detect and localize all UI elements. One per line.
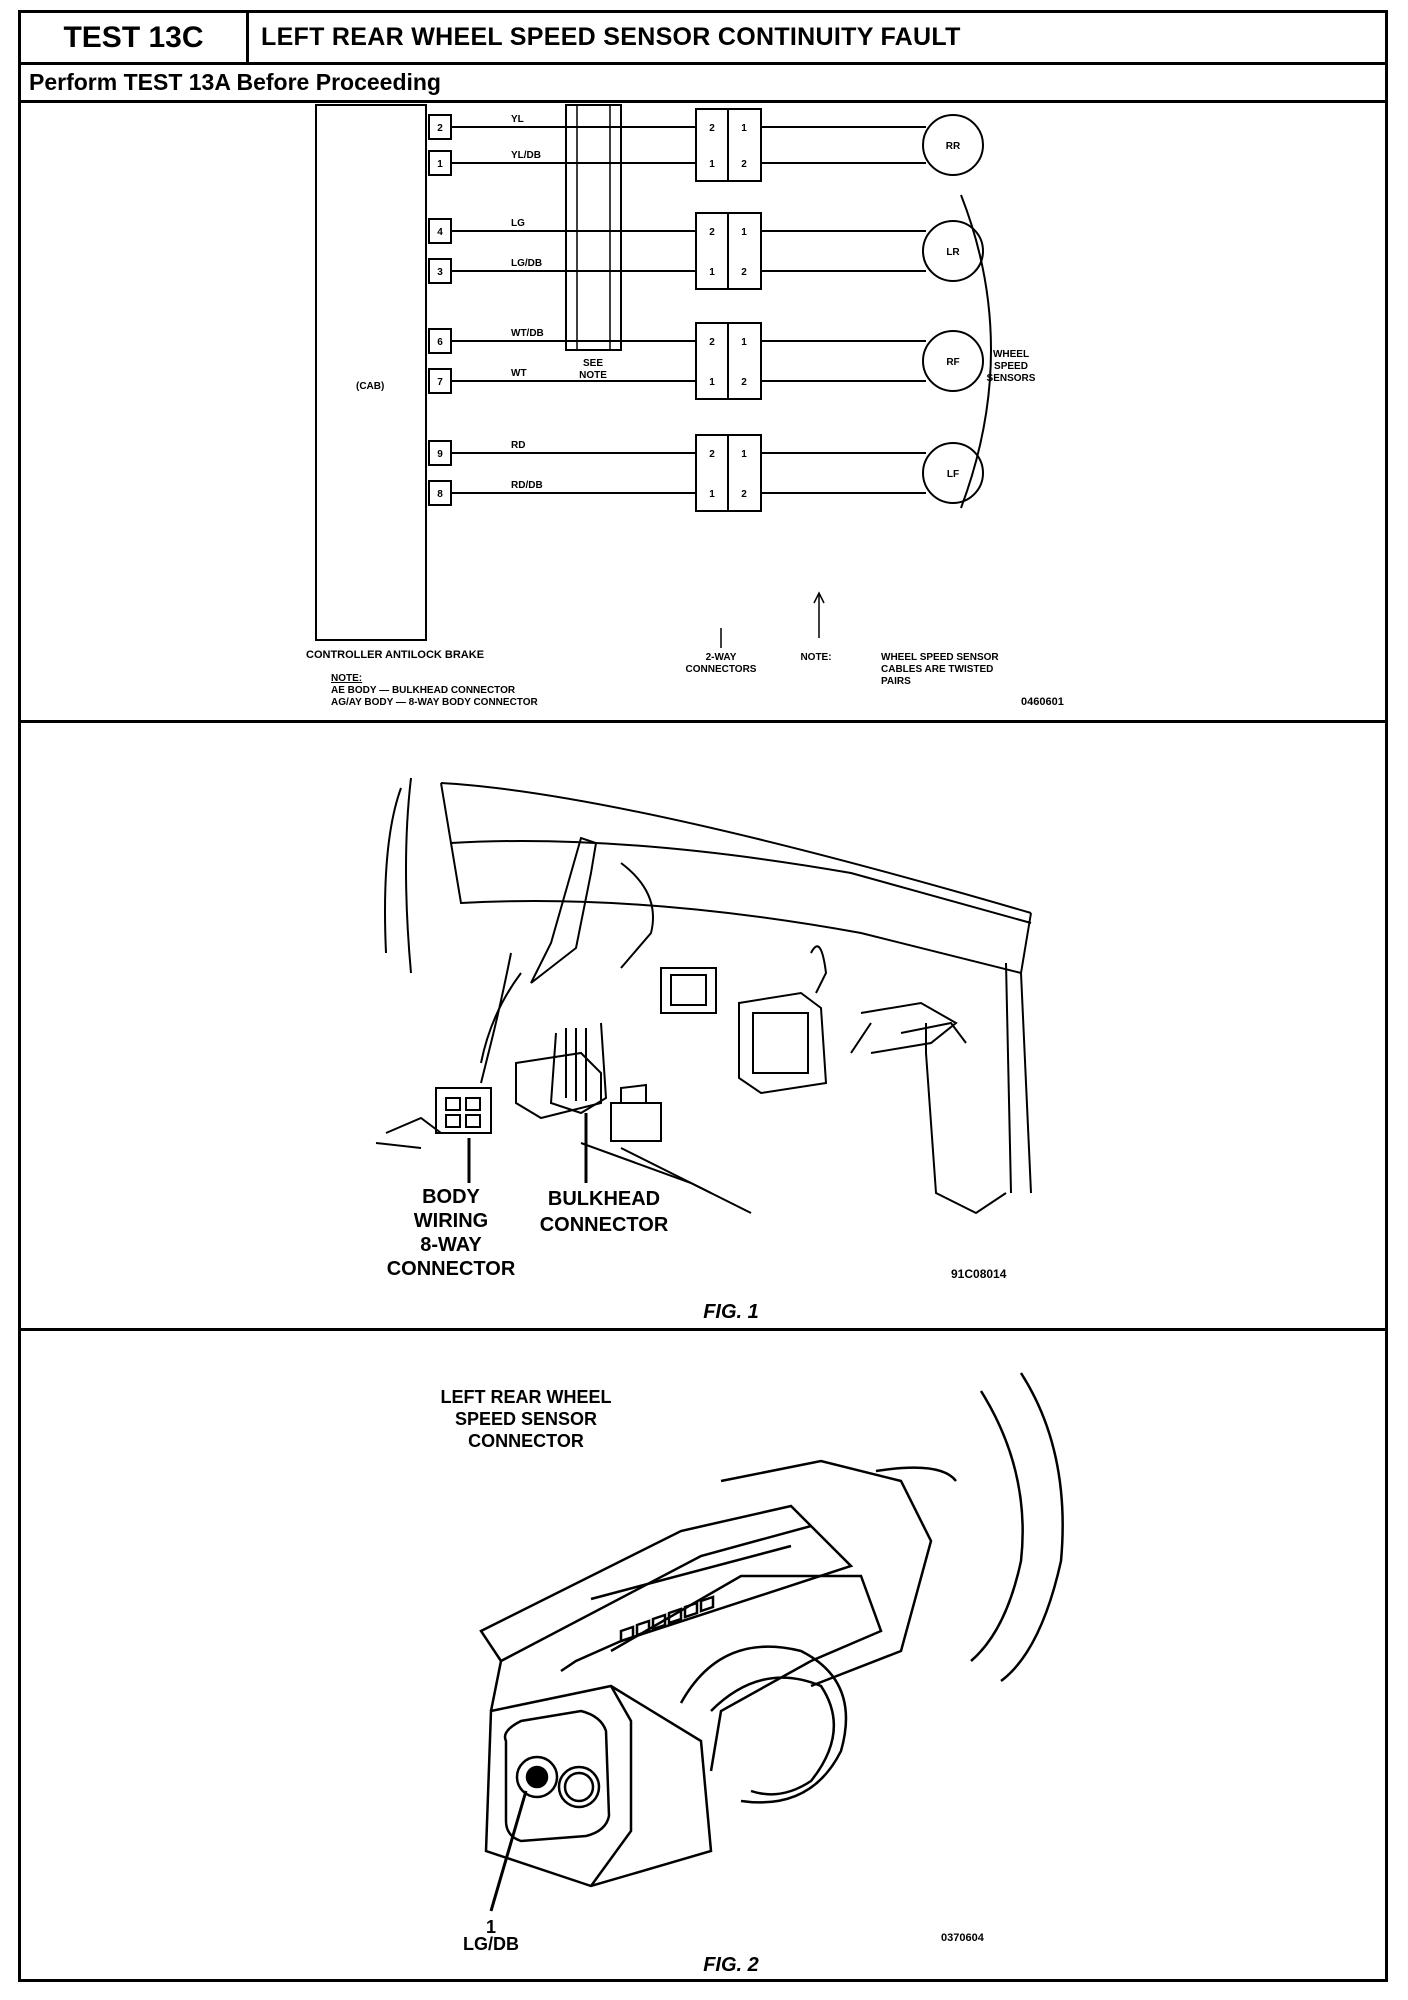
two-way-connector-right [727,322,762,400]
body-connector-label-4: CONNECTOR [387,1258,516,1280]
two-way-connector-left [695,108,729,182]
body-connector-label-2: WIRING [414,1210,488,1232]
fig2-code: 0370604 [941,1932,985,1944]
page-title: LEFT REAR WHEEL SPEED SENSOR CONTINUITY … [261,23,961,51]
connector-pin-label: 2 [741,159,747,170]
fig2-illustration: LEFT REAR WHEEL SPEED SENSOR CONNECTOR [441,1372,1064,1976]
two-way-connector-right [727,434,762,512]
wire-color-label: YL/DB [511,150,541,161]
wire-color-label: LG [511,218,525,229]
body-connector-label-3: 8-WAY [420,1234,482,1256]
controller-pin-number: 1 [437,159,443,170]
fig1-code: 91C08014 [951,1267,1007,1281]
connector-pin-label: 2 [709,123,715,134]
twisted-note-line-2: CABLES ARE TWISTED [881,664,993,675]
body-note-line-1: AE BODY — BULKHEAD CONNECTOR [331,685,516,696]
wheel-sensor-circle [922,114,984,176]
test-number: TEST 13C [21,13,249,62]
pin-number-label: 1 [486,1917,496,1937]
body-note-title: NOTE: [331,673,362,684]
connector-pin-label: 1 [709,267,715,278]
controller-pin-number: 7 [437,377,443,388]
two-way-label-2: CONNECTORS [686,664,757,675]
see-note-label-2: NOTE [579,370,607,381]
see-note-label-1: SEE [583,358,603,369]
schematic-code: 0460601 [1021,696,1064,708]
body-note-line-2: AG/AY BODY — 8-WAY BODY CONNECTOR [331,697,538,708]
controller-pin-number: 9 [437,449,443,460]
two-way-connector-right [727,108,762,182]
fig2-title-1: LEFT REAR WHEEL [441,1387,612,1407]
wheel-sensor-label: LF [947,469,959,480]
connector-pin-label: 1 [741,227,747,238]
twisted-note-line-1: WHEEL SPEED SENSOR [881,652,999,663]
connector-pin-label: 1 [709,159,715,170]
connector-pin-label: 1 [741,123,747,134]
pin-wire-label: LG/DB [463,1934,519,1954]
wheel-sensor-label: RF [946,357,959,368]
connector-pin-label: 2 [741,489,747,500]
fig2-title-3: CONNECTOR [468,1431,584,1451]
body-connector-label-1: BODY [422,1186,480,1208]
wheel-speed-sensors-label-1: WHEEL [993,349,1029,360]
wire-color-label: WT [511,368,527,379]
twisted-note-line-3: PAIRS [881,676,911,687]
connector-pin-label: 2 [709,337,715,348]
dash-panel-drawing [375,777,1032,1215]
wheel-speed-sensors-label-3: SENSORS [987,373,1036,384]
wheel-sensor-label: RR [946,141,961,152]
wiring-schematic: (CAB) SEE NOTE 2YL1YL/DB4LG3LG/DB6WT/DB7… [306,104,1064,708]
wheel-speed-sensors-label-2: SPEED [994,361,1028,372]
two-way-label-1: 2-WAY [706,652,737,663]
two-way-connector-right [727,212,762,290]
connector-pin-label: 2 [741,377,747,388]
controller-pin-number: 3 [437,267,443,278]
twisted-note-label: NOTE: [800,652,831,663]
fig2-section: LEFT REAR WHEEL SPEED SENSOR CONNECTOR [21,1331,1385,1979]
controller-label: CONTROLLER ANTILOCK BRAKE [306,649,484,661]
controller-pin-number: 2 [437,123,443,134]
controller-pin-number: 6 [437,337,443,348]
connector-pin-label: 1 [709,489,715,500]
fig1-caption: FIG. 1 [703,1301,759,1323]
controller-box [315,104,427,641]
wire-color-label: RD/DB [511,480,543,491]
page-frame: TEST 13C LEFT REAR WHEEL SPEED SENSOR CO… [18,10,1388,1982]
connector-pin-label: 2 [709,227,715,238]
fig1-illustration: BODY WIRING 8-WAY CONNECTOR BULKHEAD CON… [375,777,1032,1323]
wire-color-label: YL [511,114,524,125]
wheel-sensor-circle [922,220,984,282]
wire-color-label: LG/DB [511,258,542,269]
wire-color-label: WT/DB [511,328,544,339]
sensor-bracket [960,194,992,509]
wheel-sensor-circle [922,330,984,392]
fig2-caption: FIG. 2 [703,1954,759,1976]
prerequisite-note: Perform TEST 13A Before Proceeding [21,65,1385,103]
controller-pin-number: 4 [437,227,443,238]
connector-pin-label: 2 [741,267,747,278]
bulkhead-box [565,104,622,351]
connector-pin-label: 1 [741,449,747,460]
wheel-sensor-circle [922,442,984,504]
bulkhead-connector-label-2: CONNECTOR [540,1214,669,1236]
controller-pin-number: 8 [437,489,443,500]
bulkhead-connector-label-1: BULKHEAD [548,1188,660,1210]
wire-color-label: RD [511,440,525,451]
fig2-title-2: SPEED SENSOR [455,1409,597,1429]
connector-pin-label: 1 [741,337,747,348]
connector-pin-label: 2 [709,449,715,460]
wheel-sensor-label: LR [946,247,960,258]
cab-label: (CAB) [356,381,384,392]
header-bar: TEST 13C LEFT REAR WHEEL SPEED SENSOR CO… [21,13,1385,65]
connector-pin-label: 1 [709,377,715,388]
fig1-section: BODY WIRING 8-WAY CONNECTOR BULKHEAD CON… [21,723,1385,1331]
